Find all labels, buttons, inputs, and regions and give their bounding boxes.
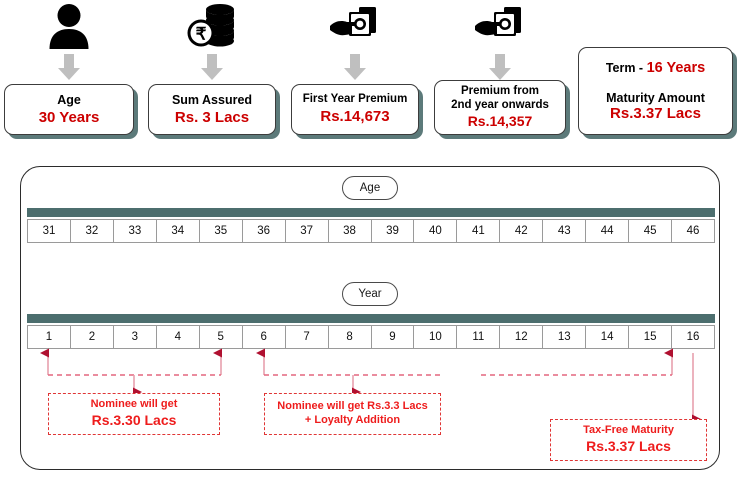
down-arrow-icon xyxy=(489,54,511,80)
callout-line-2: Rs.3.30 Lacs xyxy=(91,412,177,429)
callout-line-1: Nominee will get Rs.3.3 Lacs xyxy=(277,400,428,413)
age-cell[interactable]: 33 xyxy=(114,220,157,242)
year-cell[interactable]: 3 xyxy=(114,326,157,348)
hand-cash-icon xyxy=(291,2,419,50)
year-cell[interactable]: 11 xyxy=(457,326,501,348)
age-cell[interactable]: 31 xyxy=(28,220,71,242)
svg-text:₹: ₹ xyxy=(196,25,207,44)
callout-box-3: Tax-Free Maturity Rs.3.37 Lacs xyxy=(550,419,707,461)
summary-cards-row: Age 30 Years ₹ xyxy=(0,0,740,152)
year-cell[interactable]: 9 xyxy=(372,326,415,348)
maturity-value: Rs.3.37 Lacs xyxy=(610,105,701,123)
hand-cash-icon xyxy=(434,2,566,50)
callout-line-2: Rs.3.37 Lacs xyxy=(586,438,671,455)
callout-line-1: Tax-Free Maturity xyxy=(583,424,674,437)
summary-card-value: 30 Years xyxy=(38,108,100,126)
age-cell[interactable]: 35 xyxy=(200,220,243,242)
age-pill-label: Age xyxy=(342,176,398,200)
year-cell[interactable]: 16 xyxy=(686,331,700,343)
summary-card-label: Premium from xyxy=(461,85,539,98)
year-cell[interactable]: 14 xyxy=(586,326,630,348)
maturity-label: Maturity Amount xyxy=(606,90,705,105)
age-cell[interactable]: 36 xyxy=(243,220,286,242)
age-cell[interactable]: 45 xyxy=(629,220,673,242)
summary-card-label: Sum Assured xyxy=(171,92,253,107)
person-icon xyxy=(4,2,134,50)
year-cell[interactable]: 5 xyxy=(200,326,243,348)
age-cell[interactable]: 46 xyxy=(686,225,700,237)
year-cell[interactable]: 7 xyxy=(286,326,329,348)
down-arrow-icon xyxy=(344,54,366,80)
summary-card-label: First Year Premium xyxy=(302,93,408,106)
age-cell[interactable]: 34 xyxy=(157,220,200,242)
age-cell[interactable]: 32 xyxy=(71,220,114,242)
summary-card-label-2: 2nd year onwards xyxy=(451,98,549,111)
year-cell[interactable]: 10 xyxy=(414,326,458,348)
summary-card-value: Rs.14,357 xyxy=(467,113,533,130)
coins-rupee-icon: ₹ xyxy=(148,2,276,50)
age-cell[interactable]: 37 xyxy=(286,220,329,242)
year-cell[interactable]: 13 xyxy=(543,326,587,348)
callout-box-2: Nominee will get Rs.3.3 Lacs + Loyalty A… xyxy=(264,393,441,435)
year-cell[interactable]: 1 xyxy=(28,326,71,348)
summary-card-label: Age xyxy=(57,92,81,107)
age-cell[interactable]: 38 xyxy=(329,220,372,242)
year-cell[interactable]: 4 xyxy=(157,326,200,348)
age-cell[interactable]: 43 xyxy=(543,220,587,242)
year-timeline-bar xyxy=(27,314,715,323)
callout-line-2: + Loyalty Addition xyxy=(304,414,401,426)
year-cell[interactable]: 2 xyxy=(71,326,114,348)
age-cell[interactable]: 42 xyxy=(500,220,544,242)
age-cell[interactable]: 39 xyxy=(372,220,415,242)
age-cell[interactable]: 40 xyxy=(414,220,458,242)
year-pill-label: Year xyxy=(342,282,398,306)
term-label: Term - xyxy=(605,60,647,75)
down-arrow-icon xyxy=(58,54,80,80)
summary-card-value: Rs.14,673 xyxy=(320,107,390,125)
summary-card-value: Rs. 3 Lacs xyxy=(174,108,250,126)
down-arrow-icon xyxy=(201,54,223,80)
year-cell[interactable]: 15 xyxy=(629,326,673,348)
age-timeline-bar xyxy=(27,208,715,217)
callout-box-1: Nominee will get Rs.3.30 Lacs xyxy=(48,393,220,435)
age-cell[interactable]: 41 xyxy=(457,220,501,242)
year-cell[interactable]: 12 xyxy=(500,326,544,348)
term-value: 16 Years xyxy=(646,59,706,76)
year-cell[interactable]: 6 xyxy=(243,326,286,348)
callout-line-1: Nominee will get xyxy=(90,398,178,411)
age-cell[interactable]: 44 xyxy=(586,220,630,242)
year-cell[interactable]: 8 xyxy=(329,326,372,348)
term-row: Term - 16 Years xyxy=(606,59,705,78)
